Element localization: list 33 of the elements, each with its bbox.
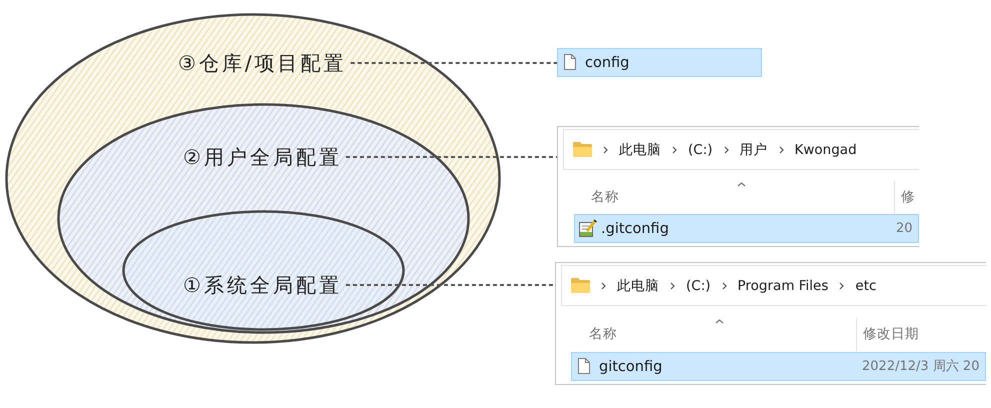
scope-label: ②用户全局配置 (183, 144, 342, 170)
breadcrumb-item: Program Files (738, 276, 828, 294)
breadcrumb-item: 用户 (740, 140, 768, 158)
breadcrumb-item: (C:) (688, 140, 713, 158)
column-header: 名称 (591, 188, 619, 206)
address-bar (563, 129, 919, 170)
column-header: 修改日期 (863, 325, 919, 343)
file-name: .gitconfig (601, 220, 669, 238)
breadcrumb-item: 此电脑 (619, 140, 661, 158)
column-header: 名称 (589, 325, 617, 343)
breadcrumb-item: (C:) (686, 276, 711, 294)
breadcrumb-item: Kwongad (794, 140, 857, 158)
selected-file-row (571, 352, 986, 381)
file-name: gitconfig (599, 358, 662, 376)
leader-line (346, 156, 557, 158)
scope-label: ③仓库/项目配置 (178, 50, 347, 76)
outer-ellipse (5, 13, 501, 344)
column-header: 修 (901, 188, 915, 206)
middle-ellipse (57, 103, 470, 334)
breadcrumb-item: etc (855, 276, 876, 294)
scope-label: ①系统全局配置 (183, 272, 342, 298)
leader-line (346, 284, 555, 286)
address-bar (561, 265, 986, 306)
breadcrumb-item: 此电脑 (617, 276, 659, 294)
modified-date: 20 (896, 220, 913, 238)
leader-line (350, 62, 557, 64)
inner-ellipse (122, 210, 405, 331)
explorer-window (555, 262, 986, 385)
modified-date: 2022/12/3 周六 20 (862, 358, 980, 376)
selected-file-row (574, 214, 919, 243)
explorer-window (557, 126, 919, 247)
selected-file-row (557, 48, 762, 77)
file-name: config (585, 54, 630, 72)
